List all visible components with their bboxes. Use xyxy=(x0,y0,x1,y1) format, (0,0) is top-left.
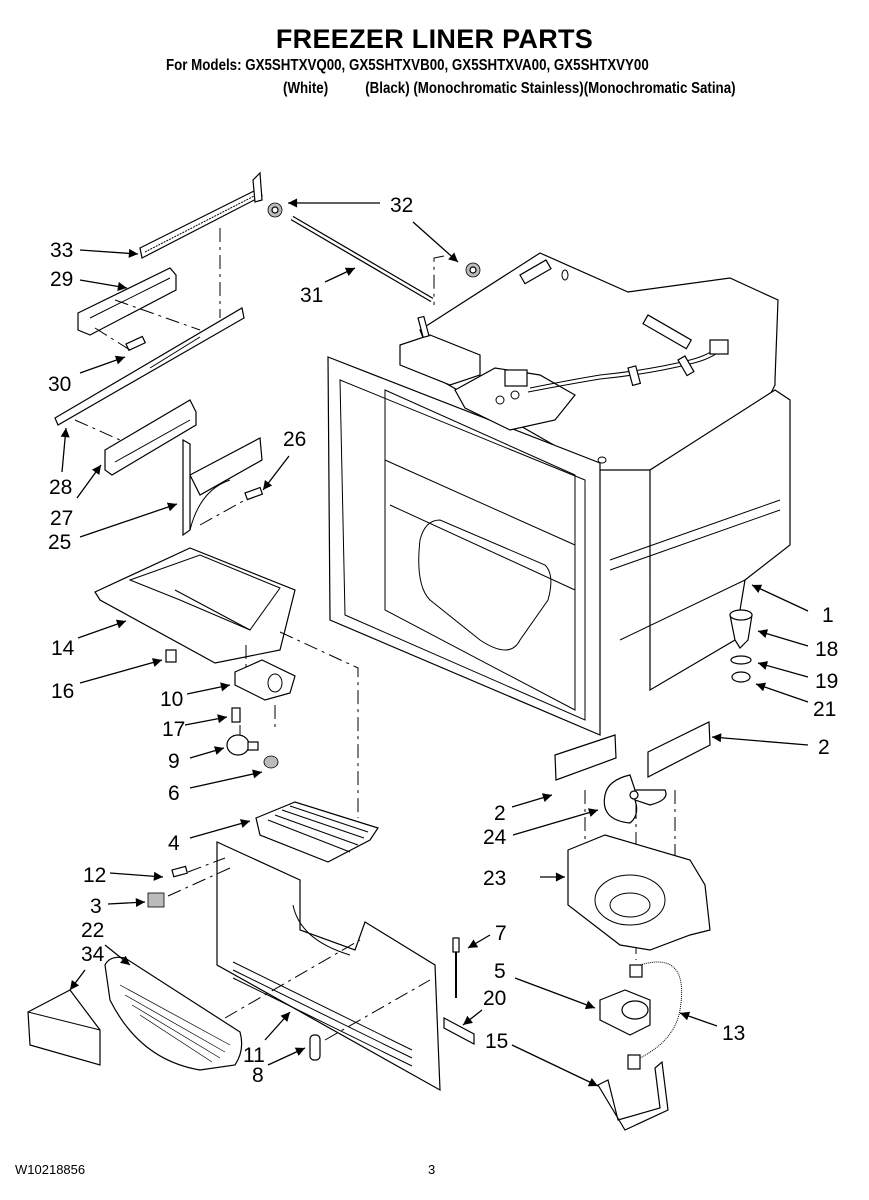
callout-27: 27 xyxy=(50,507,73,530)
callout-22: 22 xyxy=(81,919,104,942)
callout-7: 7 xyxy=(495,922,507,945)
callout-3: 3 xyxy=(90,895,102,918)
finish-white: (White) xyxy=(283,80,329,97)
upper-rail-assembly xyxy=(54,171,263,476)
callout-12: 12 xyxy=(83,864,106,887)
callout-10: 10 xyxy=(160,688,183,711)
callout-25: 25 xyxy=(48,531,71,554)
callout-19: 19 xyxy=(815,670,838,693)
document-number: W10218856 xyxy=(15,1162,86,1177)
callout-2-left: 2 xyxy=(494,802,506,825)
callout-33: 33 xyxy=(50,239,73,262)
callout-18: 18 xyxy=(815,638,838,661)
callout-14: 14 xyxy=(51,637,75,660)
page-title: FREEZER LINER PARTS xyxy=(275,24,594,54)
lower-panel-parts xyxy=(27,841,475,1092)
callout-32: 32 xyxy=(390,194,413,217)
callout-4: 4 xyxy=(168,832,180,855)
callout-23: 23 xyxy=(483,867,506,890)
callout-labels: 32 33 29 31 30 26 28 27 25 14 16 10 17 9… xyxy=(48,194,838,1087)
leader-lines xyxy=(60,198,809,1087)
finish-monochromatic-stainless: (Monochromatic Stainless) xyxy=(413,80,584,97)
finish-monochromatic-satina: (Monochromatic Satina) xyxy=(583,80,736,97)
callout-24: 24 xyxy=(483,826,507,849)
callout-20: 20 xyxy=(483,987,506,1010)
callout-30: 30 xyxy=(48,373,71,396)
finishes-line: (White) (Black) (Monochromatic Stainless… xyxy=(283,80,736,98)
callout-29: 29 xyxy=(50,268,73,291)
callout-28: 28 xyxy=(49,476,72,499)
damper-rod-and-gears xyxy=(267,202,481,305)
callout-15: 15 xyxy=(485,1030,508,1053)
side-bracket-part xyxy=(182,437,264,537)
finish-black: (Black) xyxy=(365,80,410,97)
callout-2-right: 2 xyxy=(818,736,830,759)
page-number: 3 xyxy=(428,1162,436,1177)
callout-21: 21 xyxy=(813,698,836,721)
light-and-shelf-parts xyxy=(94,547,379,863)
callout-5: 5 xyxy=(494,960,506,983)
callout-6: 6 xyxy=(168,782,180,805)
callout-8: 8 xyxy=(252,1064,264,1087)
callout-16: 16 xyxy=(51,680,74,703)
callout-11: 11 xyxy=(243,1044,265,1067)
callout-13: 13 xyxy=(722,1022,745,1045)
freezer-liner-part xyxy=(327,252,791,736)
models-line: For Models: GX5SHTXVQ00, GX5SHTXVB00, GX… xyxy=(166,57,649,74)
callout-31: 31 xyxy=(300,284,323,307)
callout-1: 1 xyxy=(822,604,834,627)
fan-and-drain-parts xyxy=(554,609,753,1131)
callout-34: 34 xyxy=(81,943,105,966)
callout-26: 26 xyxy=(283,428,306,451)
callout-17: 17 xyxy=(162,718,185,741)
callout-9: 9 xyxy=(168,750,180,773)
